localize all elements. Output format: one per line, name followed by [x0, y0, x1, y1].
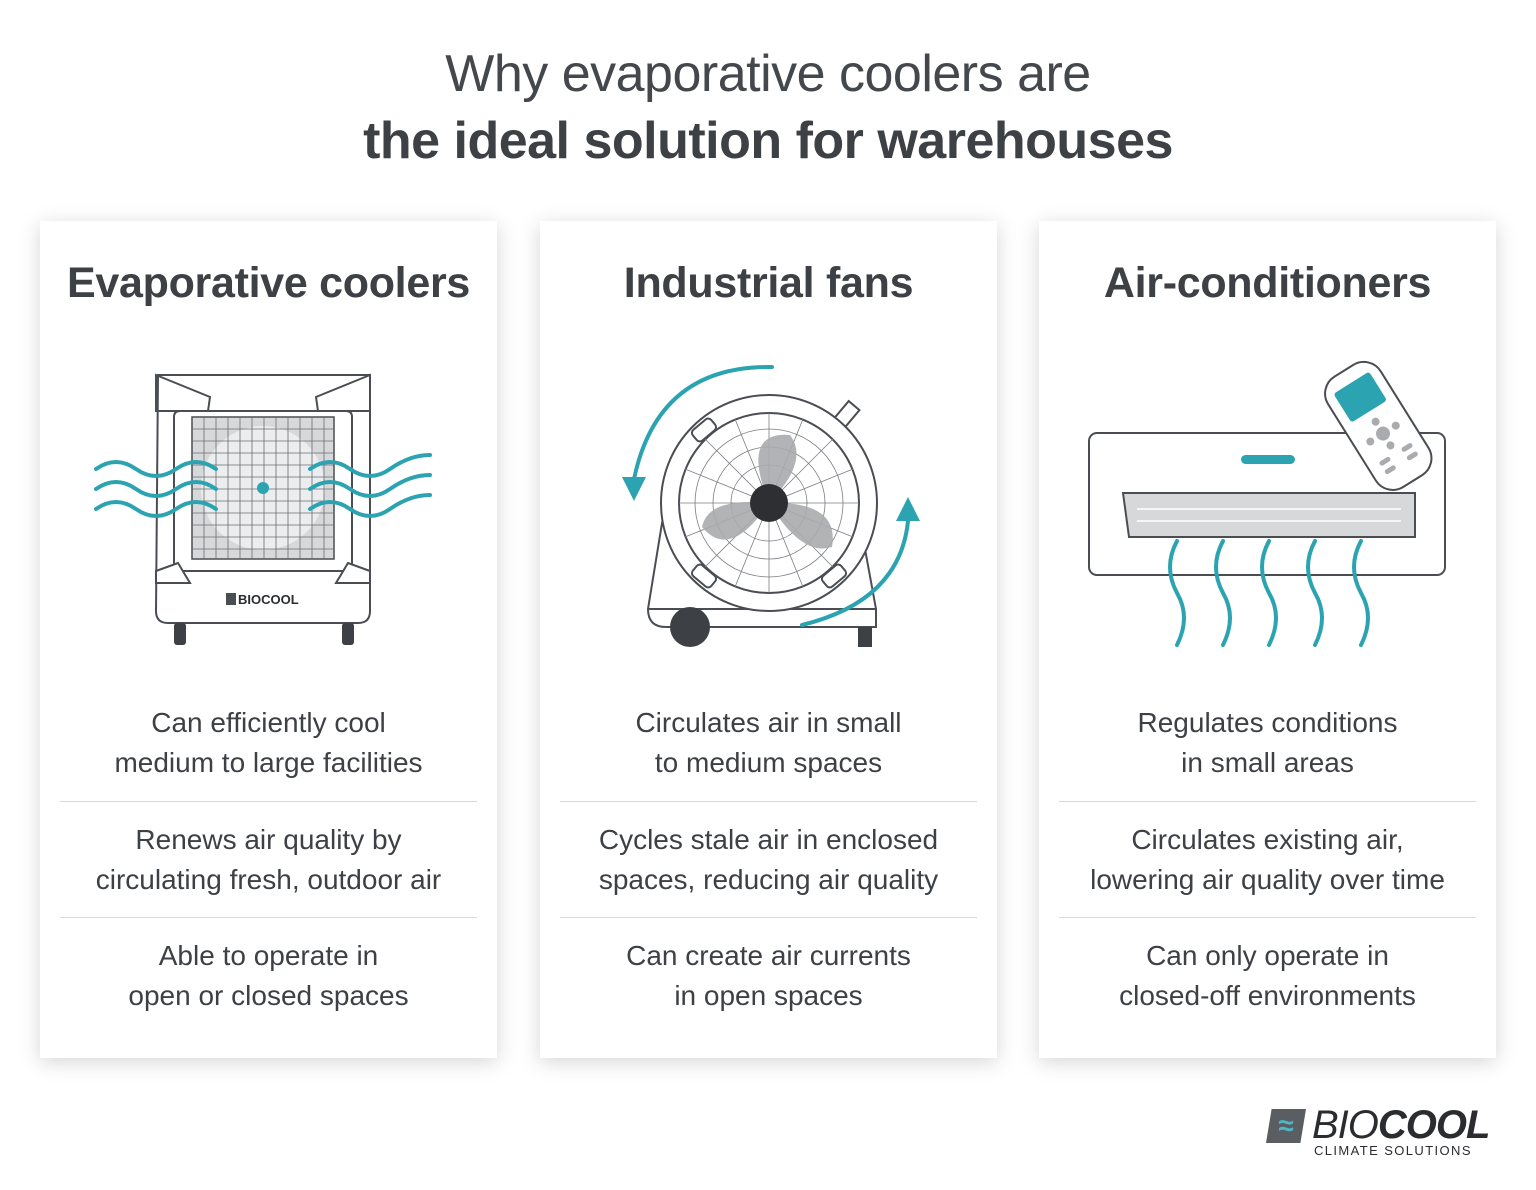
- card-title: Evaporative coolers: [67, 259, 470, 307]
- card-air-conditioners: Air-conditioners: [1039, 221, 1496, 1058]
- industrial-fan-icon: [622, 364, 920, 647]
- evaporative-cooler-icon: BIOCOOL: [94, 373, 432, 645]
- air-conditioner-icon: [1088, 360, 1446, 647]
- brand-tagline: CLIMATE SOLUTIONS: [1314, 1143, 1472, 1158]
- page-title: Why evaporative coolers are the ideal so…: [0, 40, 1536, 174]
- card-title: Air-conditioners: [1103, 259, 1432, 307]
- brand-logo: ≈ BIOCOOL CLIMATE SOLUTIONS: [1266, 1103, 1496, 1158]
- title-line-2: the ideal solution for warehouses: [363, 112, 1173, 170]
- brand-name: BIOCOOL: [1312, 1103, 1490, 1147]
- device-label: BIOCOOL: [238, 592, 299, 607]
- card-evaporative-coolers: Evaporative coolers: [40, 221, 497, 1058]
- feature-item: Circulates existing air,lowering air qua…: [1059, 801, 1476, 917]
- card-industrial-fans: Industrial fans: [540, 221, 997, 1058]
- wave-icon: ≈: [1266, 1109, 1306, 1143]
- title-line-1: Why evaporative coolers are: [445, 45, 1091, 103]
- card-title: Industrial fans: [623, 259, 914, 307]
